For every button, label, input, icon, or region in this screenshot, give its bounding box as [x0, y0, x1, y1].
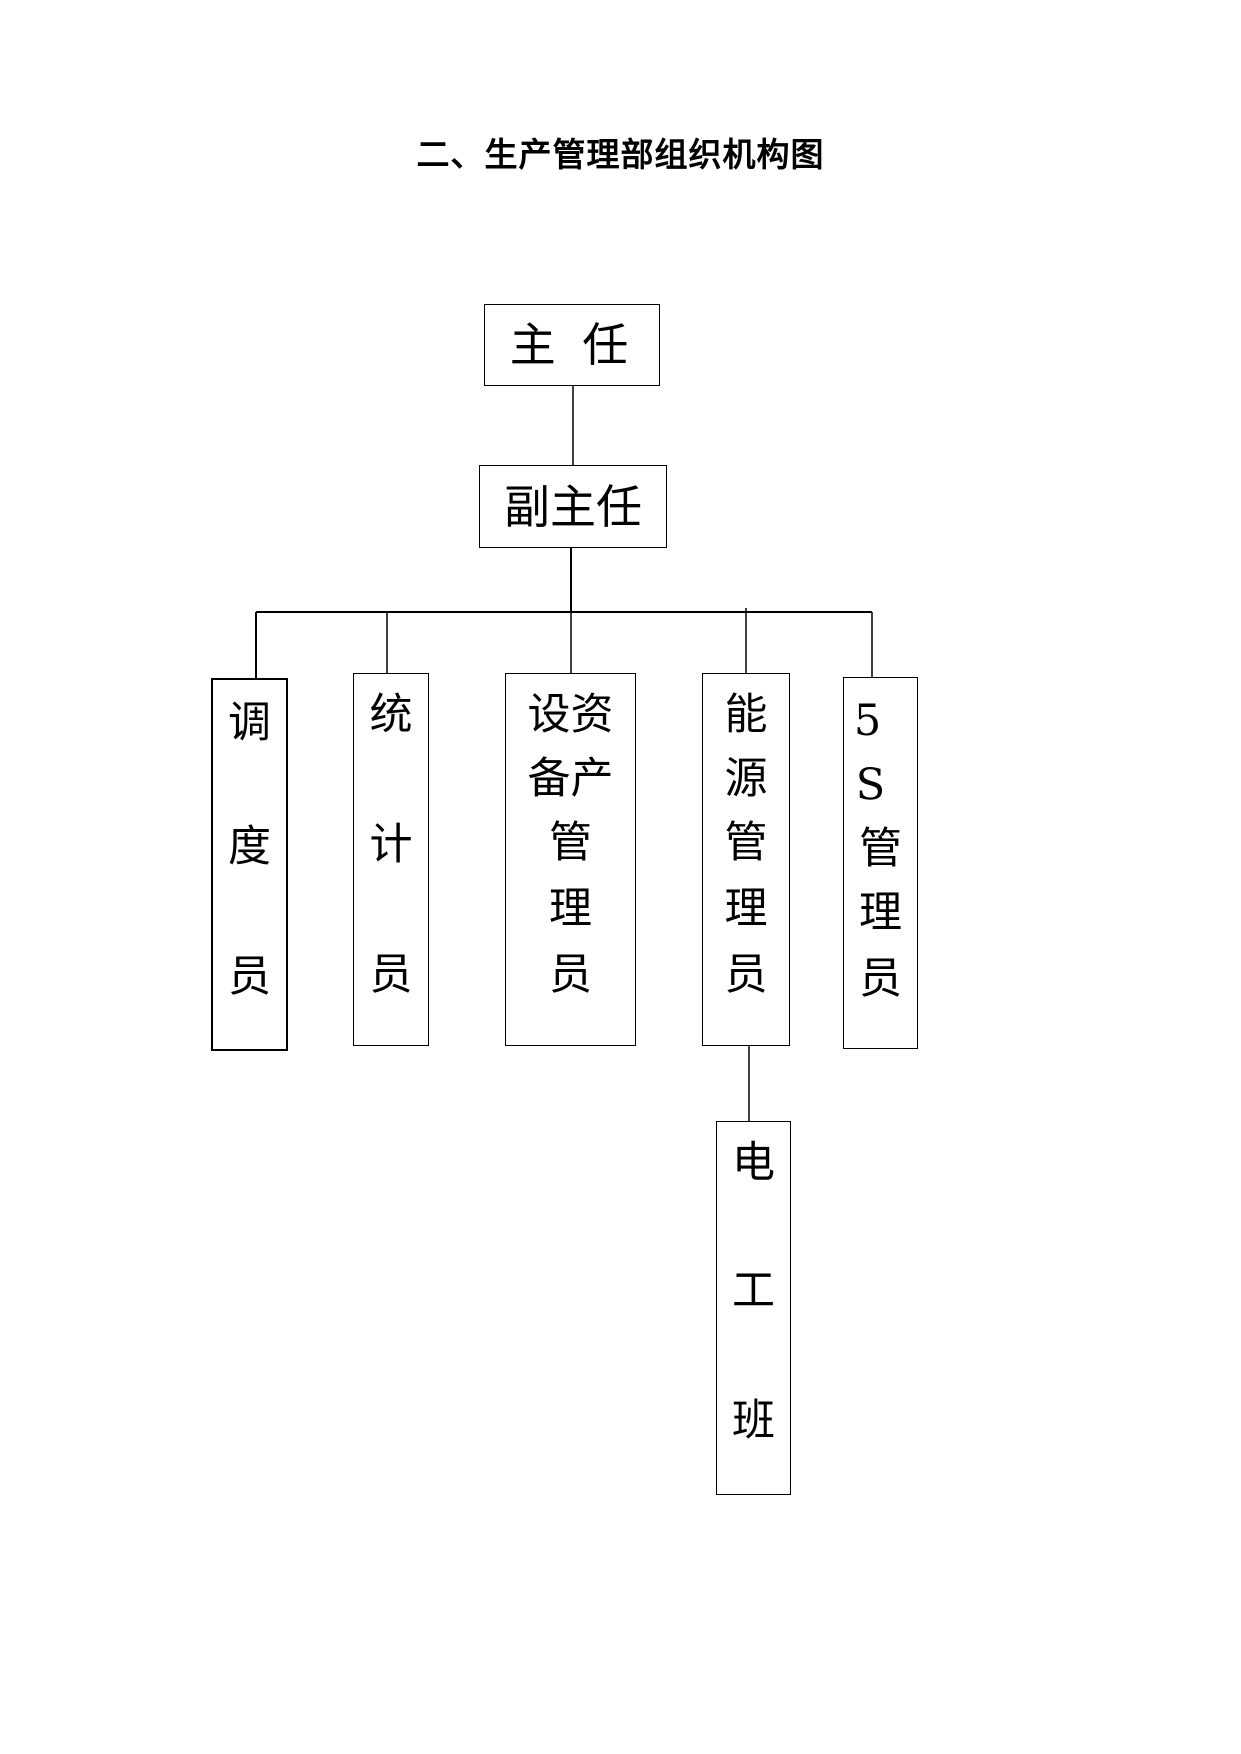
node-5s-manager-char-2: S [855, 760, 886, 810]
node-scheduler: 调 度 员 [211, 678, 288, 1051]
node-deputy-director-label: 副主任 [504, 479, 642, 534]
node-asset-equipment-manager-line-4: 理 [549, 884, 592, 934]
node-scheduler-char-3: 员 [228, 952, 271, 1002]
node-5s-manager-char-5: 员 [859, 954, 902, 1004]
node-director-label: 主 任 [509, 318, 635, 372]
node-scheduler-char-2: 度 [228, 822, 271, 872]
node-electrician-team-char-1: 电 [732, 1138, 775, 1188]
page-title: 二、生产管理部组织机构图 [416, 135, 825, 174]
node-asset-equipment-manager-line-5: 员 [549, 950, 592, 1000]
node-asset-equipment-manager-line-3: 管 [549, 818, 592, 868]
node-scheduler-char-1: 调 [228, 698, 271, 748]
node-electrician-team-char-2: 工 [732, 1266, 775, 1316]
node-energy-manager-char-4: 理 [724, 884, 768, 934]
node-electrician-team: 电 工 班 [716, 1121, 791, 1495]
node-energy-manager-char-2: 源 [724, 754, 768, 804]
node-deputy-director: 副主任 [479, 465, 667, 548]
node-statistician-char-1: 统 [369, 690, 413, 740]
node-statistician-char-3: 员 [369, 950, 413, 1000]
node-energy-manager: 能 源 管 理 员 [702, 673, 790, 1046]
node-energy-manager-char-3: 管 [724, 818, 768, 868]
node-5s-manager-char-4: 理 [859, 888, 902, 938]
node-asset-equipment-manager: 设资 备产 管 理 员 [505, 673, 636, 1046]
node-director: 主 任 [484, 304, 660, 386]
node-energy-manager-char-5: 员 [724, 950, 768, 1000]
node-asset-equipment-manager-line-2: 备产 [527, 754, 614, 804]
node-statistician-char-2: 计 [369, 820, 413, 870]
node-5s-manager-char-3: 管 [859, 824, 902, 874]
node-energy-manager-char-1: 能 [724, 690, 768, 740]
node-electrician-team-char-3: 班 [732, 1396, 775, 1446]
node-5s-manager: 5 S 管 理 员 [843, 677, 918, 1049]
node-5s-manager-char-1: 5 [853, 696, 882, 746]
node-asset-equipment-manager-line-1: 设资 [527, 690, 614, 740]
node-statistician: 统 计 员 [353, 673, 429, 1046]
